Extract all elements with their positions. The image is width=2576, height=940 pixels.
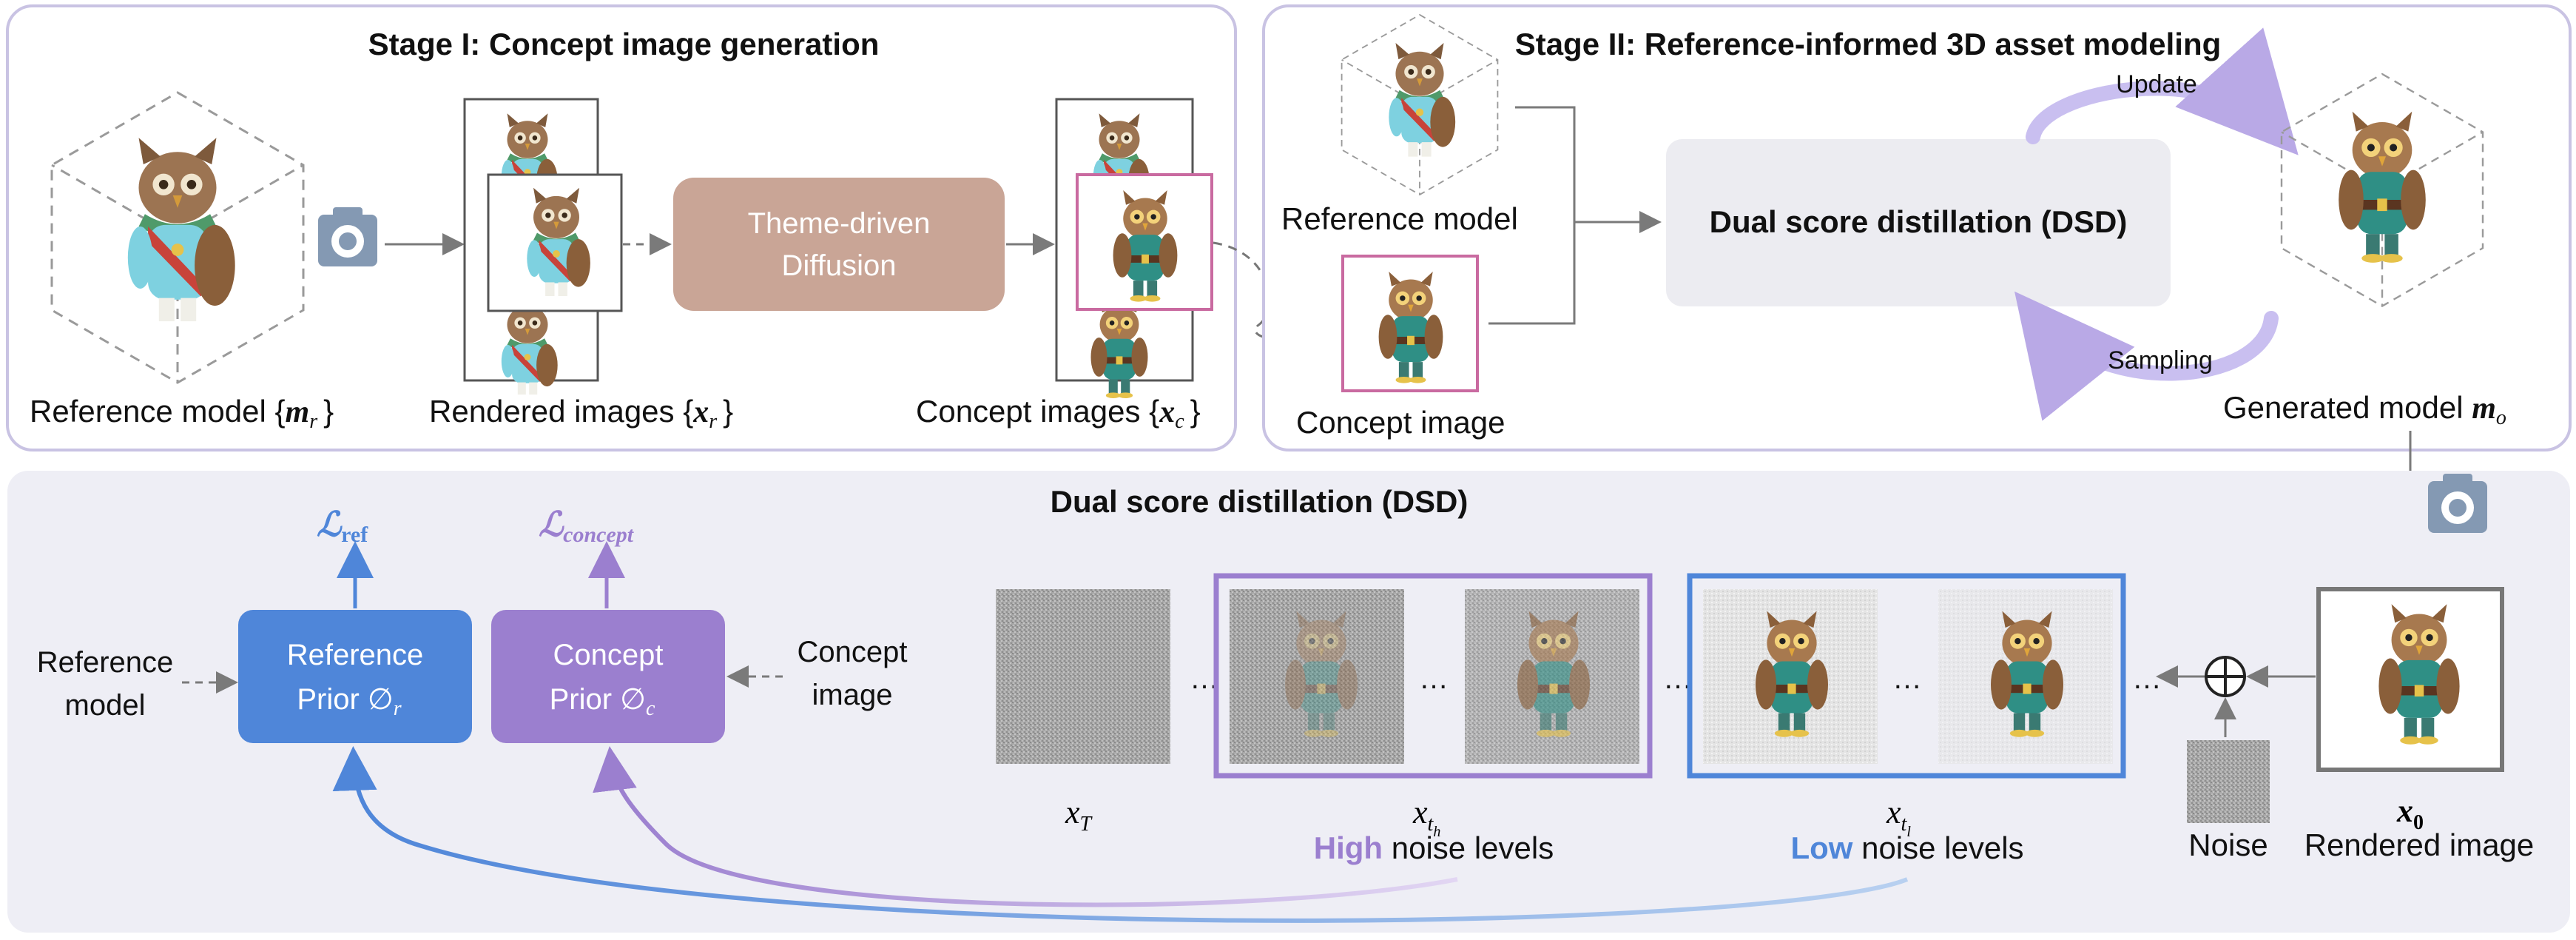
stage2-panel: Stage II: Reference-informed 3D asset mo… (1262, 4, 2572, 451)
concept-prior-line1: Concept (553, 639, 664, 671)
concept-images-stack (1055, 98, 1213, 399)
dsd-panel-title: Dual score distillation (DSD) (1051, 484, 1469, 519)
high-noise-caption: High noise levels (1314, 830, 1554, 865)
low-noise-caption: Low noise levels (1790, 830, 2023, 865)
ref-input-line2: model (65, 689, 146, 722)
stage1-title: Stage I: Concept image generation (368, 27, 880, 61)
rendered-image-caption: Rendered image (2304, 827, 2535, 862)
diffusion-label-line1: Theme-driven (748, 207, 931, 240)
add-noise-icon (2205, 656, 2246, 697)
theme-driven-diffusion-box: Theme-driven Diffusion (673, 178, 1005, 311)
ref-prior-line2: Prior ∅r (297, 683, 401, 720)
dsd-box-label: Dual score distillation (DSD) (1710, 204, 2128, 239)
noise-caption: Noise (2188, 827, 2268, 862)
x0-label: x0 (2396, 793, 2424, 834)
stage1-panel: Stage I: Concept image generation Refere… (6, 4, 1237, 451)
generated-model-caption: Generated model mo (2223, 390, 2506, 429)
stage2-title: Stage II: Reference-informed 3D asset mo… (1515, 27, 2222, 61)
camera-icon (318, 207, 377, 266)
xth-label: xth (1412, 794, 1440, 840)
stage2-concept-caption: Concept image (1296, 405, 1506, 440)
ellipsis-2: … (1419, 662, 1449, 695)
ellipsis-5: … (2132, 662, 2162, 695)
concept-images-caption: Concept images {xc} (916, 394, 1201, 433)
rendered-images-stack (463, 98, 623, 395)
xT-noise-image (996, 589, 1170, 764)
reference-model-caption: Reference model {mr} (30, 394, 334, 433)
xtl-label: xtl (1886, 794, 1911, 840)
low-noise-group: … (1687, 573, 2126, 779)
rendered-image-x0 (2316, 587, 2504, 772)
dsd-panel: Dual score distillation (DSD) ℒref ℒconc… (7, 471, 2570, 933)
ref-input-line1: Reference (37, 646, 174, 679)
concept-prior-box: Concept Prior ∅c (491, 610, 725, 743)
ref-prior-line1: Reference (287, 639, 424, 671)
concept-input-line2: image (812, 679, 893, 711)
high-noise-group: … (1213, 573, 1653, 779)
xT-label: xT (1065, 794, 1093, 836)
ellipsis-4: … (1892, 662, 1922, 695)
stage2-reference-caption: Reference model (1281, 201, 1518, 236)
noise-sample-image (2187, 740, 2270, 823)
stage2-concept-image (1341, 255, 1479, 392)
rendered-images-caption: Rendered images {xr} (429, 394, 733, 433)
update-label: Update (2116, 70, 2197, 98)
concept-prior-line2: Prior ∅c (550, 683, 655, 720)
reference-prior-box: Reference Prior ∅r (238, 610, 472, 743)
diffusion-label-line2: Diffusion (782, 249, 897, 282)
sampling-label: Sampling (2108, 346, 2213, 375)
dsd-box: Dual score distillation (DSD) (1666, 139, 2171, 306)
camera-icon-dsd (2428, 474, 2487, 533)
concept-input-line1: Concept (798, 636, 908, 668)
